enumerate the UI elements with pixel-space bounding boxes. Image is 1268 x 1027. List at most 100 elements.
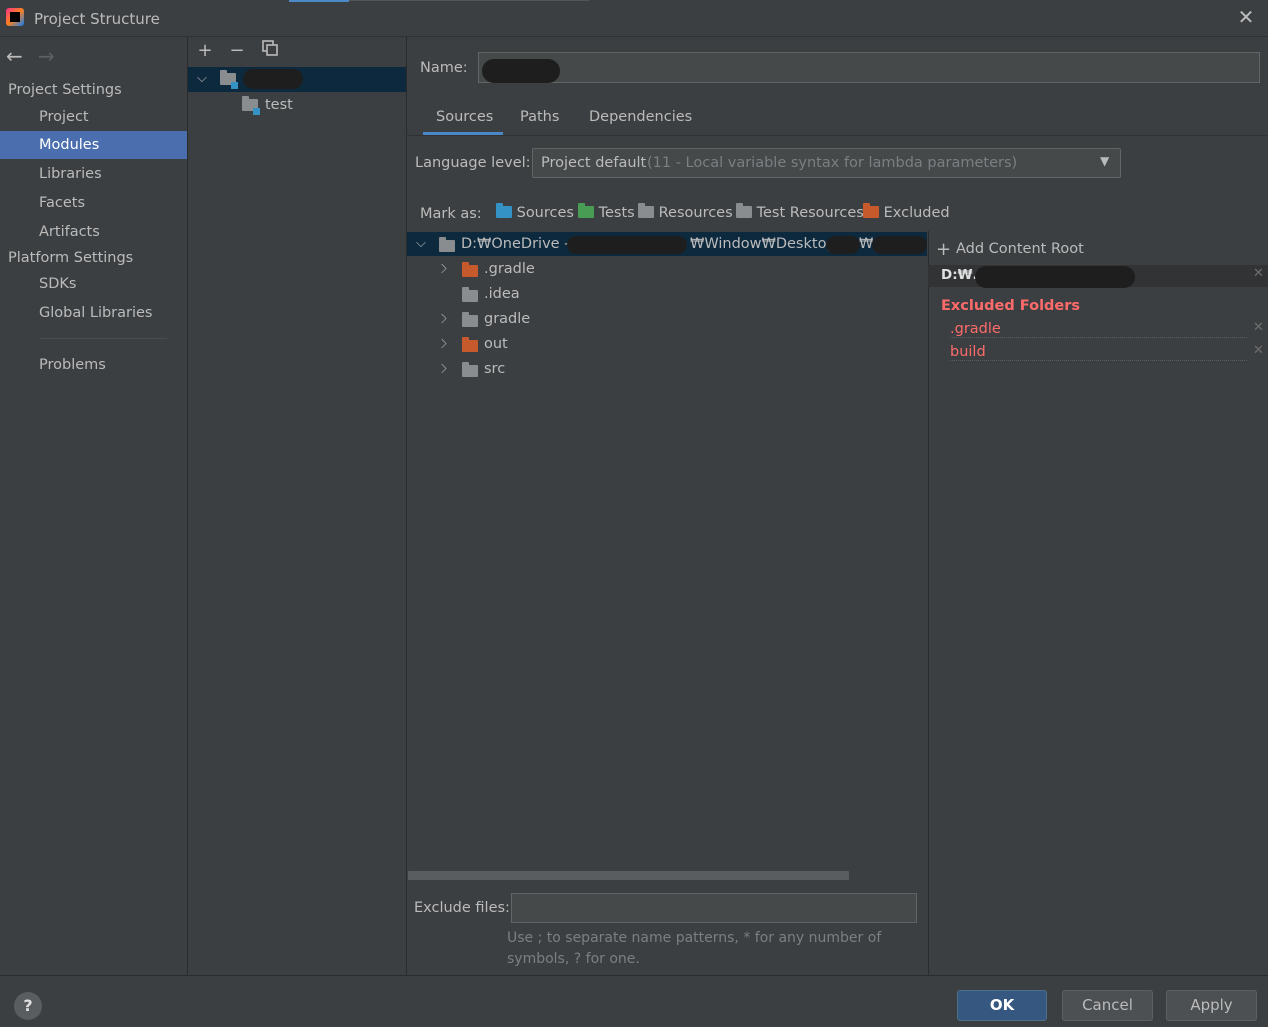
- nav-item-sdks[interactable]: SDKs: [39, 276, 77, 292]
- nav-section-platform-settings: Platform Settings: [8, 250, 134, 266]
- ok-button[interactable]: OK: [957, 990, 1047, 1021]
- language-level-select[interactable]: [532, 148, 1121, 178]
- tree-item-gradle[interactable]: gradle: [484, 311, 531, 327]
- gradle-folder-icon: [462, 312, 478, 331]
- module-name-test[interactable]: test: [265, 97, 293, 113]
- add-module-icon[interactable]: +: [197, 40, 213, 61]
- nav-item-problems[interactable]: Problems: [39, 357, 106, 373]
- test-module-icon: [242, 96, 260, 115]
- forward-arrow-icon[interactable]: →: [38, 44, 55, 68]
- exclude-files-label: Exclude files:: [414, 900, 510, 916]
- redacted-module-name: [243, 69, 303, 89]
- exclude-files-hint-line2: symbols, ? for one.: [507, 951, 640, 967]
- exclude-files-hint-line1: Use ; to separate name patterns, * for a…: [507, 930, 882, 946]
- cancel-button[interactable]: Cancel: [1062, 990, 1153, 1021]
- src-folder-icon: [462, 362, 478, 381]
- out-folder-icon: [462, 337, 478, 356]
- content-tree: [407, 231, 927, 874]
- remove-root-icon[interactable]: ✕: [1253, 266, 1264, 281]
- content-root-label: D:₩..: [941, 267, 983, 283]
- excluded-folder-build[interactable]: build: [950, 344, 1247, 361]
- redacted-root-path: [975, 266, 1135, 288]
- exclude-files-input[interactable]: [511, 893, 917, 923]
- tree-item-idea[interactable]: .idea: [484, 286, 520, 302]
- nav-separator: [39, 338, 167, 339]
- name-label: Name:: [420, 60, 468, 76]
- mark-excluded-button[interactable]: Excluded: [863, 203, 950, 221]
- help-icon[interactable]: ?: [14, 992, 42, 1020]
- close-icon[interactable]: ✕: [1237, 5, 1255, 29]
- redacted-path-segment: [826, 236, 860, 254]
- mark-as-label: Mark as:: [420, 206, 482, 222]
- mark-test-resources-label: Test Resources: [756, 205, 864, 221]
- mark-resources-label: Resources: [658, 205, 733, 221]
- content-root-panel: [928, 231, 1268, 975]
- nav-item-project[interactable]: Project: [39, 109, 89, 125]
- tab-dependencies[interactable]: Dependencies: [589, 109, 693, 125]
- tab-divider: [407, 135, 1268, 136]
- idea-folder-icon: [462, 287, 478, 306]
- tests-folder-icon: [578, 203, 594, 218]
- title-bar: [0, 0, 1268, 37]
- tab-sources[interactable]: Sources: [436, 109, 494, 125]
- copy-module-icon[interactable]: [259, 40, 281, 62]
- intellij-app-icon: [6, 8, 24, 26]
- content-root-path-tail: ₩: [859, 236, 874, 252]
- chevron-right-icon[interactable]: ⌵: [435, 313, 451, 324]
- modules-panel: [188, 37, 407, 975]
- chevron-right-icon[interactable]: ⌵: [435, 338, 451, 349]
- test-resources-folder-icon: [736, 203, 752, 218]
- language-level-value: Project default: [541, 155, 647, 171]
- excluded-folder-dotgradle[interactable]: .gradle: [950, 321, 1247, 338]
- resources-folder-icon: [638, 203, 654, 218]
- horizontal-scrollbar[interactable]: [408, 871, 849, 880]
- tab-active-underline: [423, 132, 503, 135]
- title-accent: [289, 0, 349, 2]
- language-level-label: Language level:: [415, 155, 531, 171]
- tab-paths[interactable]: Paths: [520, 109, 560, 125]
- remove-module-icon[interactable]: −: [229, 40, 245, 61]
- nav-item-facets[interactable]: Facets: [39, 195, 86, 211]
- nav-item-global-libraries[interactable]: Global Libraries: [39, 305, 153, 321]
- mark-tests-label: Tests: [598, 205, 635, 221]
- name-input[interactable]: [478, 52, 1260, 83]
- nav-item-libraries[interactable]: Libraries: [39, 166, 102, 182]
- remove-excluded-icon[interactable]: ✕: [1253, 343, 1264, 358]
- nav-section-project-settings: Project Settings: [8, 82, 122, 98]
- chevron-down-icon[interactable]: ⌵: [416, 236, 426, 251]
- excluded-folders-title: Excluded Folders: [941, 298, 1081, 314]
- tree-item-dotgradle[interactable]: .gradle: [484, 261, 535, 277]
- mark-tests-button[interactable]: Tests: [578, 203, 635, 221]
- nav-item-artifacts[interactable]: Artifacts: [39, 224, 100, 240]
- nav-item-modules[interactable]: Modules: [0, 131, 187, 159]
- sources-folder-icon: [496, 203, 512, 218]
- remove-excluded-icon[interactable]: ✕: [1253, 320, 1264, 335]
- gradle-dir-folder-icon: [462, 262, 478, 281]
- excluded-folder-icon: [863, 203, 879, 218]
- settings-nav: [0, 37, 188, 975]
- dropdown-arrow-icon[interactable]: ▼: [1100, 154, 1110, 168]
- mark-sources-label: Sources: [516, 205, 574, 221]
- back-arrow-icon[interactable]: ←: [6, 44, 23, 68]
- mark-resources-button[interactable]: Resources: [638, 203, 733, 221]
- plus-icon[interactable]: +: [936, 239, 952, 260]
- mark-sources-button[interactable]: Sources: [496, 203, 574, 221]
- content-root-path-prefix: D:₩OneDrive -: [461, 236, 570, 252]
- title-accent-line: [349, 0, 589, 1]
- mark-test-resources-button[interactable]: Test Resources: [736, 203, 864, 221]
- root-folder-icon: [439, 237, 455, 256]
- mark-excluded-label: Excluded: [883, 205, 950, 221]
- chevron-right-icon[interactable]: ⌵: [435, 363, 451, 374]
- content-root-path-middle: ₩Window₩Desktop₩: [690, 236, 850, 252]
- apply-button[interactable]: Apply: [1166, 990, 1257, 1021]
- tree-item-src[interactable]: src: [484, 361, 506, 377]
- chevron-right-icon[interactable]: ⌵: [435, 263, 451, 274]
- add-content-root-button[interactable]: Add Content Root: [956, 241, 1084, 257]
- redacted-name-value: [482, 59, 560, 83]
- chevron-down-icon[interactable]: ⌵: [197, 71, 207, 86]
- tree-item-out[interactable]: out: [484, 336, 508, 352]
- language-level-hint: (11 - Local variable syntax for lambda p…: [647, 155, 1018, 171]
- module-folder-icon: [220, 70, 238, 89]
- window-title: Project Structure: [34, 10, 160, 28]
- redacted-path-segment: [872, 236, 927, 254]
